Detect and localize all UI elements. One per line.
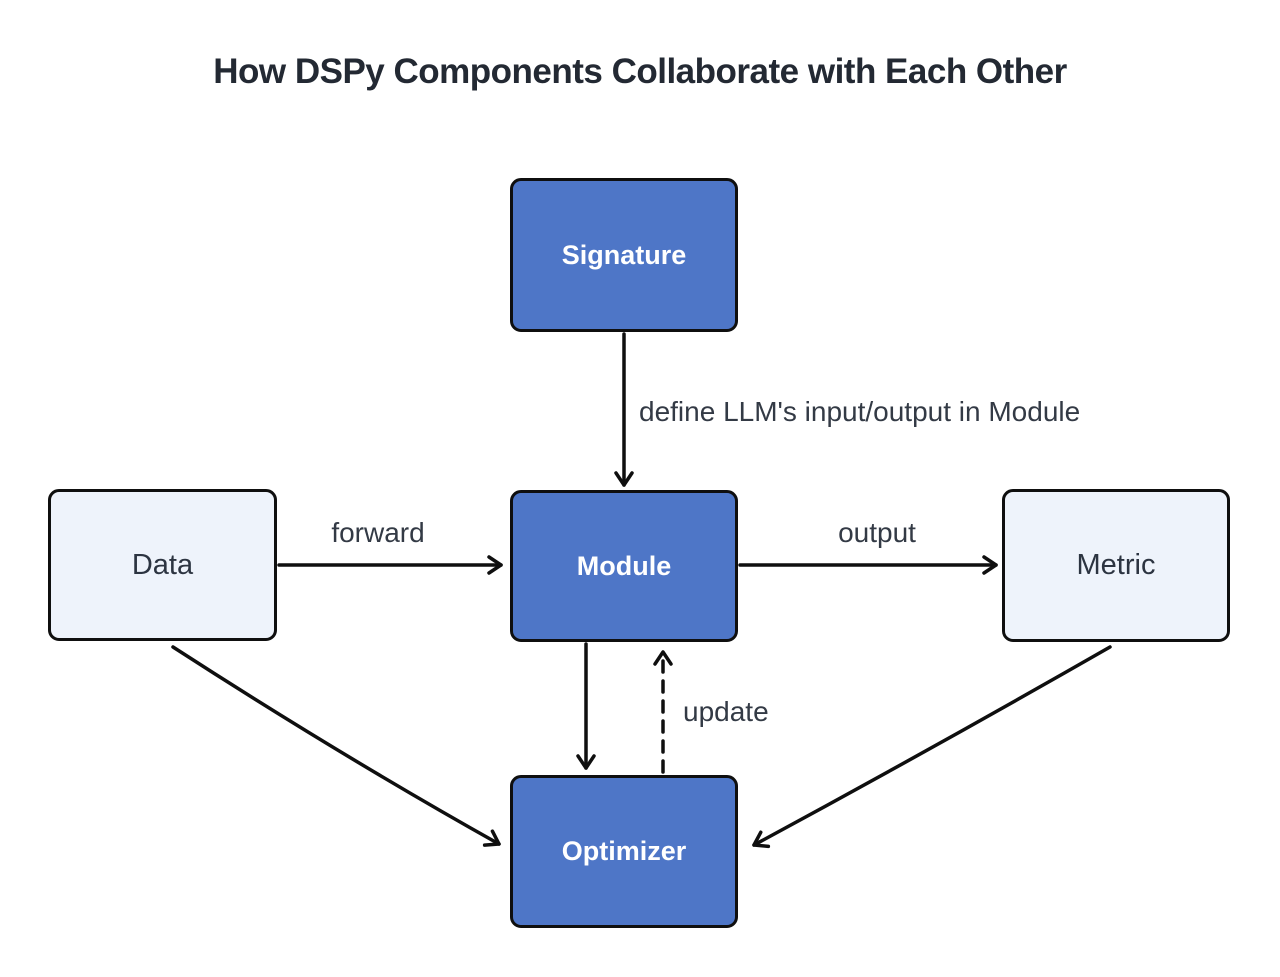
node-signature: Signature [510, 178, 738, 332]
diagram-title: How DSPy Components Collaborate with Eac… [213, 52, 1067, 91]
edge-metric-optimizer-arrow [752, 645, 1112, 849]
edge-label-output: output [838, 517, 916, 548]
node-optimizer-label: Optimizer [561, 836, 687, 866]
node-data: Data [48, 489, 277, 641]
node-data-label: Data [131, 548, 194, 581]
edge-label-forward: forward [331, 517, 425, 548]
node-module-label: Module [576, 550, 672, 581]
edge-data-optimizer-arrow [171, 645, 501, 847]
node-module: Module [510, 490, 738, 642]
node-metric: Metric [1002, 489, 1230, 642]
node-metric-label: Metric [1076, 549, 1156, 581]
node-signature-label: Signature [561, 239, 687, 270]
edge-label-define: define LLM's input/output in Module [639, 396, 1081, 427]
node-optimizer: Optimizer [510, 775, 738, 928]
edge-label-update: update [683, 696, 769, 727]
